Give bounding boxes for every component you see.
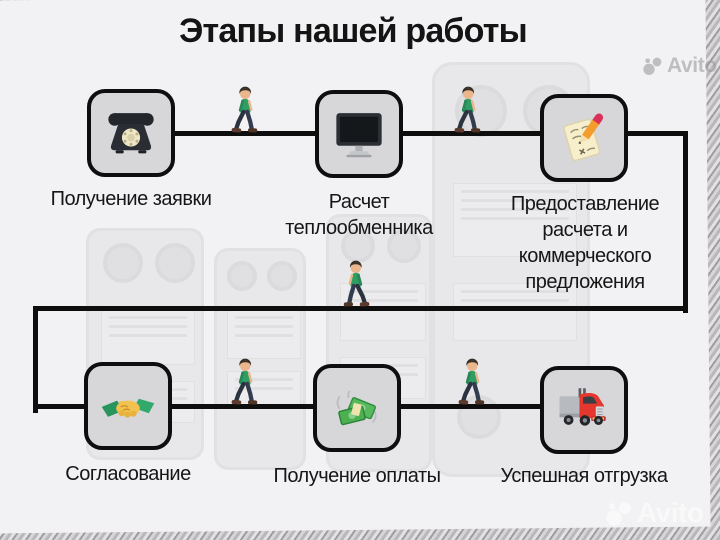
avito-watermark-text: Avito bbox=[637, 497, 704, 528]
walking-person-icon bbox=[342, 260, 372, 310]
memo-pencil-icon bbox=[563, 113, 604, 162]
avito-logo-icon bbox=[606, 501, 631, 526]
step-label-calculation: Расчет теплообменника bbox=[285, 191, 433, 239]
connector-line-row1 bbox=[128, 131, 688, 136]
step-box-request bbox=[87, 89, 175, 177]
port-circle bbox=[103, 243, 143, 283]
walking-person-icon bbox=[452, 86, 482, 136]
avito-logo-icon bbox=[643, 57, 662, 75]
handshake-icon bbox=[101, 398, 155, 418]
port-circle bbox=[387, 229, 421, 263]
connector-line-middle bbox=[33, 306, 688, 311]
walking-person-icon bbox=[229, 358, 259, 408]
step-box-shipment bbox=[540, 366, 628, 454]
step-label-payment: Получение оплаты bbox=[273, 465, 441, 487]
walking-person-icon bbox=[456, 358, 486, 408]
step-box-approval bbox=[84, 362, 172, 450]
rotary-phone-icon bbox=[108, 113, 154, 154]
step-box-calculation bbox=[315, 90, 403, 178]
page-title: Этапы нашей работы bbox=[179, 12, 528, 50]
port-circle bbox=[267, 261, 297, 291]
avito-watermark-bottom: Avito bbox=[606, 497, 704, 529]
step-label-shipment: Успешная отгрузка bbox=[500, 465, 668, 487]
port-circle bbox=[227, 261, 257, 291]
connector-line-row2 bbox=[33, 404, 588, 409]
connector-line-left-vertical bbox=[33, 306, 38, 413]
step-label-request: Получение заявки bbox=[50, 188, 212, 210]
money-banknotes-icon bbox=[336, 390, 377, 426]
nameplate bbox=[453, 183, 577, 257]
port-circle bbox=[341, 229, 375, 263]
step-box-payment bbox=[313, 364, 401, 452]
nameplate bbox=[227, 309, 301, 359]
step-box-proposal bbox=[540, 94, 628, 182]
red-truck-icon bbox=[559, 388, 606, 426]
connector-line-right-vertical bbox=[683, 131, 688, 313]
step-label-approval: Согласование bbox=[65, 463, 191, 485]
avito-watermark-text: Avito bbox=[667, 54, 717, 77]
port-circle bbox=[155, 243, 195, 283]
avito-watermark-top: Avito bbox=[643, 54, 717, 78]
nameplate bbox=[453, 283, 577, 341]
heat-exchanger-ghost bbox=[214, 248, 306, 470]
step-label-proposal: Предоставление расчета и коммерческого п… bbox=[510, 193, 660, 293]
desktop-computer-icon bbox=[336, 113, 382, 158]
walking-person-icon bbox=[229, 86, 259, 136]
nameplate bbox=[101, 309, 195, 365]
